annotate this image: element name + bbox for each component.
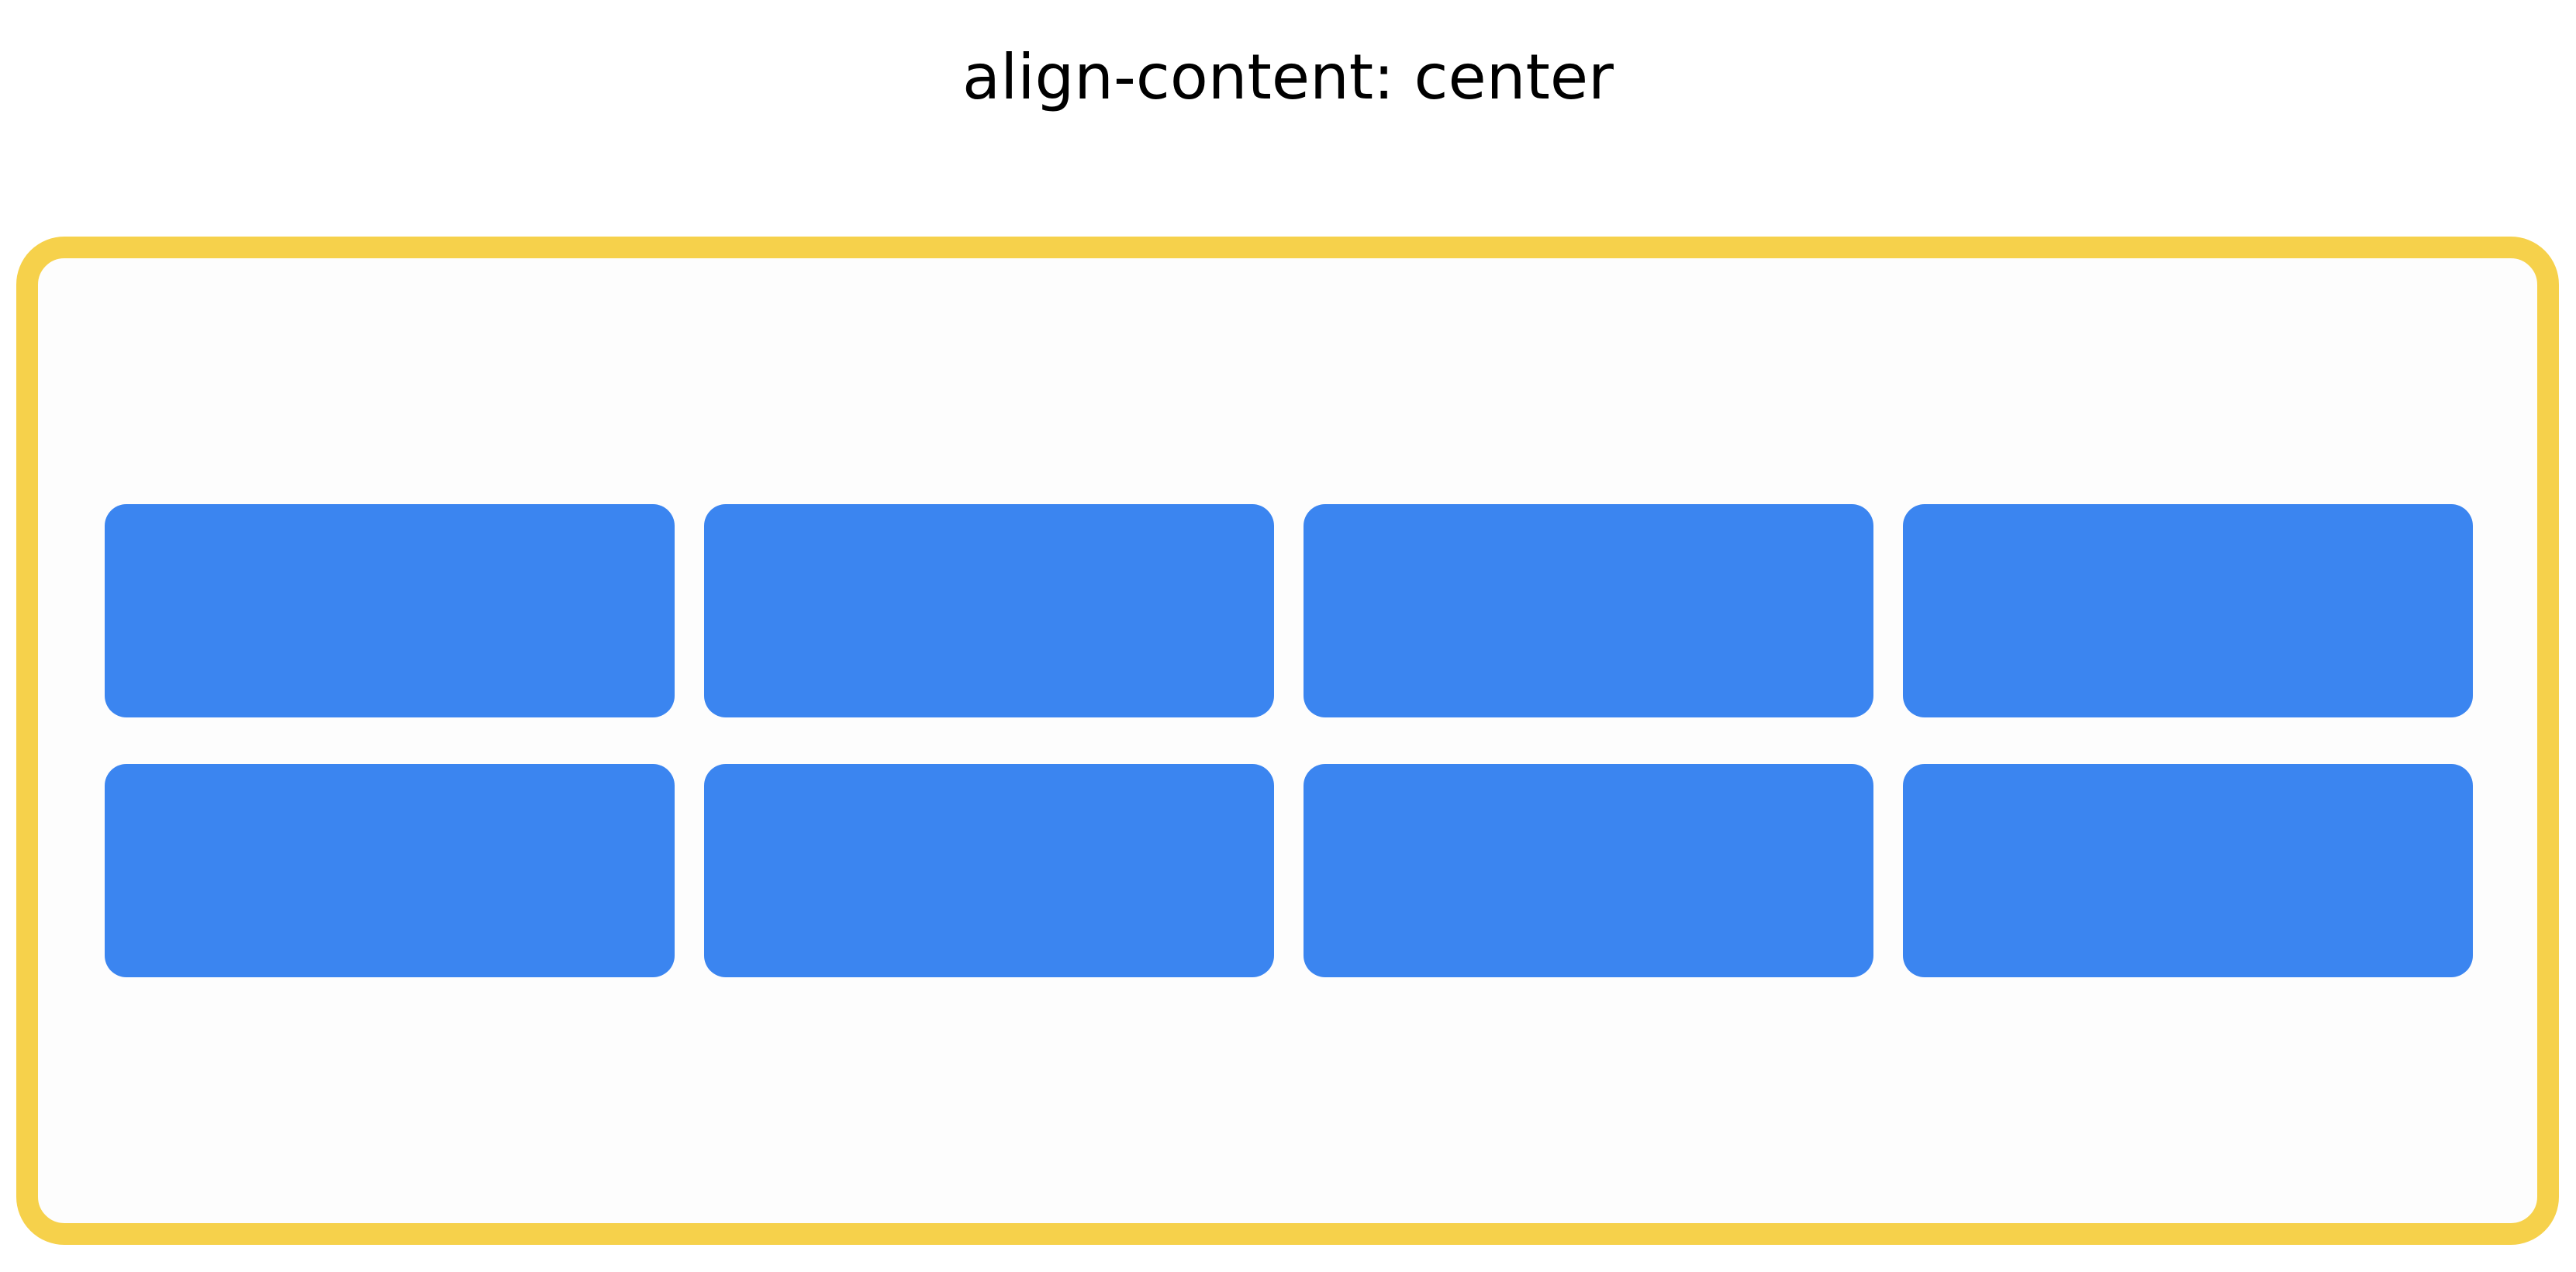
flex-container xyxy=(16,237,2559,1245)
flex-item xyxy=(105,504,675,717)
flex-item xyxy=(1903,764,2473,977)
flex-item xyxy=(704,764,1274,977)
flex-item xyxy=(105,764,675,977)
flex-item xyxy=(704,504,1274,717)
page-title: align-content: center xyxy=(962,41,1614,113)
flex-item xyxy=(1304,764,1873,977)
flex-item xyxy=(1304,504,1873,717)
flex-item xyxy=(1903,504,2473,717)
